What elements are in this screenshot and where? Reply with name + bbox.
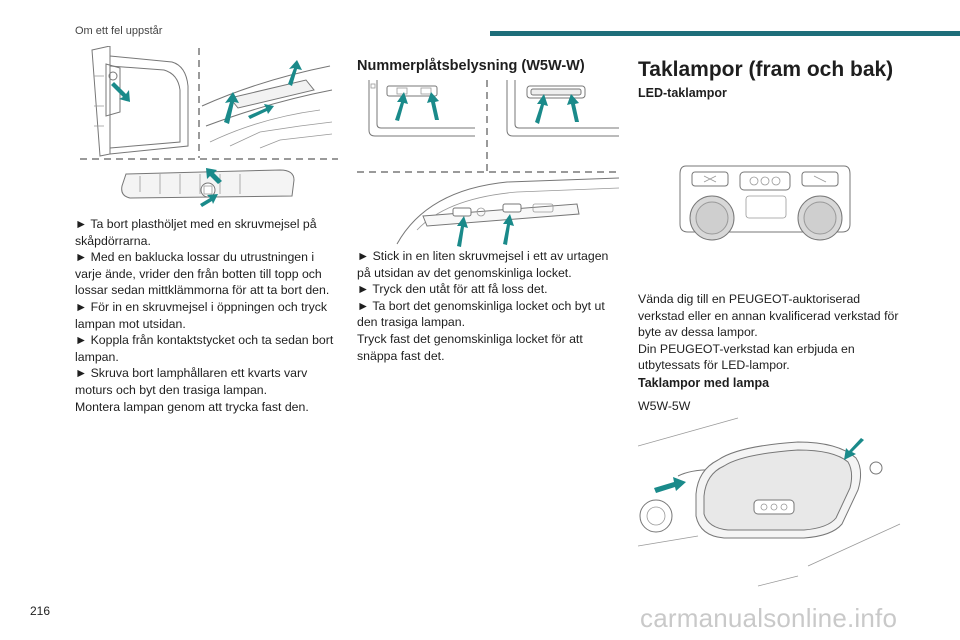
number-plate-lamp-illustration bbox=[357, 80, 619, 247]
col3-led-text: Vända dig till en PEUGEOT-auktoriserad v… bbox=[638, 291, 906, 374]
col2-instructions: ► Stick in en liten skruvmejsel i ett av… bbox=[357, 248, 619, 364]
instruction-step: ► Ta bort det genomskinliga locket och b… bbox=[357, 298, 605, 330]
arrow-icon bbox=[654, 477, 686, 493]
page-number: 216 bbox=[30, 604, 51, 618]
arrow-icon bbox=[248, 104, 274, 119]
arrow-icon bbox=[427, 92, 439, 120]
arrow-icon bbox=[200, 194, 218, 207]
paragraph: Vända dig till en PEUGEOT-auktoriserad v… bbox=[638, 292, 899, 340]
instruction-step: ► Med en baklucka lossar du utrustningen… bbox=[75, 250, 330, 298]
arrow-icon bbox=[288, 60, 302, 86]
arrow-icon bbox=[224, 92, 239, 124]
arrow-icon bbox=[567, 94, 579, 122]
subheading-lamp: Taklampor med lampa bbox=[638, 376, 770, 390]
subheading-led: LED-taklampor bbox=[638, 86, 727, 100]
arrow-icon bbox=[111, 82, 130, 102]
instruction-step: Montera lampan genom att trycka fast den… bbox=[75, 399, 309, 414]
arrow-icon bbox=[395, 92, 408, 121]
running-header: Om ett fel uppstår bbox=[75, 25, 163, 37]
instruction-step: ► Tryck den utåt för att få loss det. bbox=[357, 282, 548, 297]
lamp-type-label: W5W-5W bbox=[638, 399, 691, 413]
arrow-icon bbox=[844, 438, 864, 460]
instruction-step: ► Ta bort plasthöljet med en skruvmejsel… bbox=[75, 217, 317, 248]
arrow-icon bbox=[457, 216, 468, 247]
arrow-icon bbox=[503, 214, 514, 245]
instruction-step: Tryck fast det genomskinliga locket för … bbox=[357, 331, 583, 363]
instruction-step: ► Koppla från kontaktstycket och ta seda… bbox=[75, 333, 334, 364]
led-ceiling-lamp-illustration bbox=[679, 165, 851, 241]
bulb-ceiling-lamp-illustration bbox=[638, 417, 901, 587]
section-title-ceiling-lamps: Taklampor (fram och bak) bbox=[638, 58, 894, 81]
instruction-step: ► För in en skruvmejsel i öppningen och … bbox=[75, 299, 328, 331]
watermark: carmanualsonline.info bbox=[640, 603, 898, 633]
instruction-step: ► Skruva bort lamphållaren ett kvarts va… bbox=[75, 366, 308, 397]
rear-door-lamp-illustration bbox=[80, 46, 338, 207]
paragraph: Din PEUGEOT-verkstad kan erbjuda en utby… bbox=[638, 341, 855, 373]
arrow-icon bbox=[206, 168, 222, 184]
col1-instructions: ► Ta bort plasthöljet med en skruvmejsel… bbox=[75, 216, 337, 415]
section-title-number-plate: Nummerplåtsbelysning (W5W-W) bbox=[357, 58, 585, 74]
instruction-step: ► Stick in en liten skruvmejsel i ett av… bbox=[357, 249, 609, 280]
arrow-icon bbox=[535, 94, 548, 124]
header-accent-bar bbox=[490, 31, 960, 36]
